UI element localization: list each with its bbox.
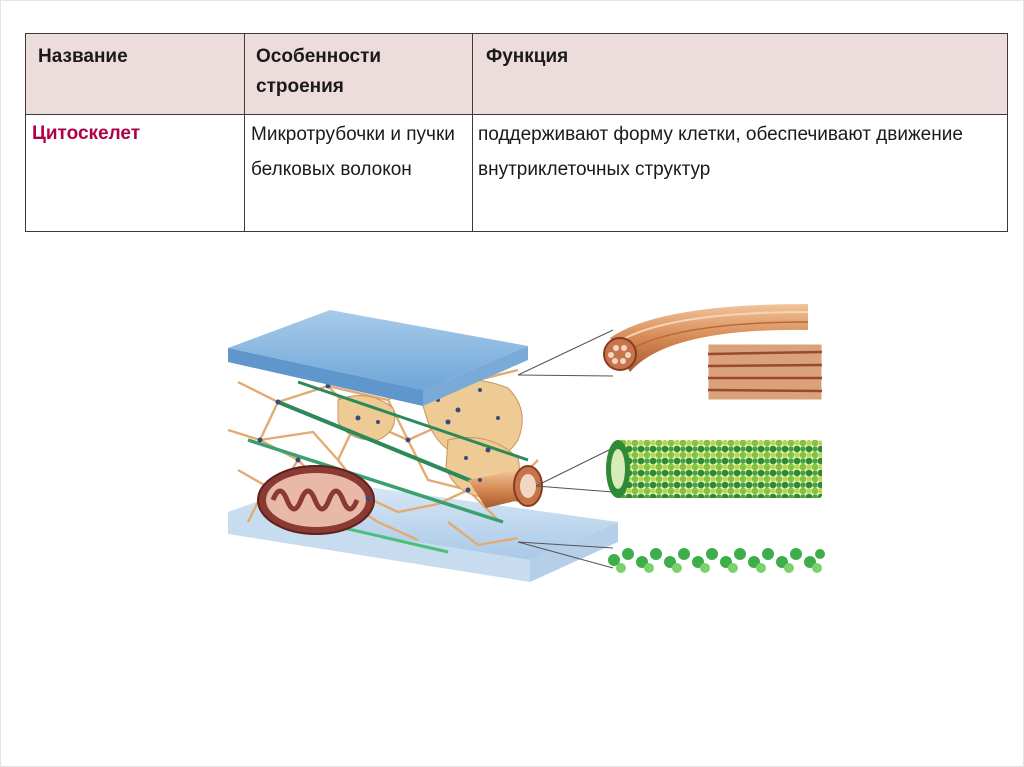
intermediate-filament-zoom (603, 304, 823, 401)
leader-lines (517, 329, 614, 569)
header-structure: Особенности строения (244, 33, 473, 115)
table-row: Цитоскелет Микротрубочки и пучки белковы… (25, 114, 1008, 232)
microfilament-zoom (608, 548, 825, 573)
mitochondrion (257, 465, 375, 535)
header-name: Название (25, 33, 245, 115)
cell-structure: Микротрубочки и пучки белковых волокон (244, 114, 473, 232)
cell-name: Цитоскелет (25, 114, 245, 232)
top-membrane (228, 310, 528, 406)
header-function: Функция (472, 33, 1008, 115)
cell-function: поддерживают форму клетки, обеспечивают … (472, 114, 1008, 232)
cytoskeleton-illustration (227, 304, 825, 582)
cytoskeleton-table: Название Особенности строения Функция Ци… (25, 33, 1008, 232)
microtubule-zoom (606, 440, 822, 498)
table-header-row: Название Особенности строения Функция (25, 33, 1008, 115)
